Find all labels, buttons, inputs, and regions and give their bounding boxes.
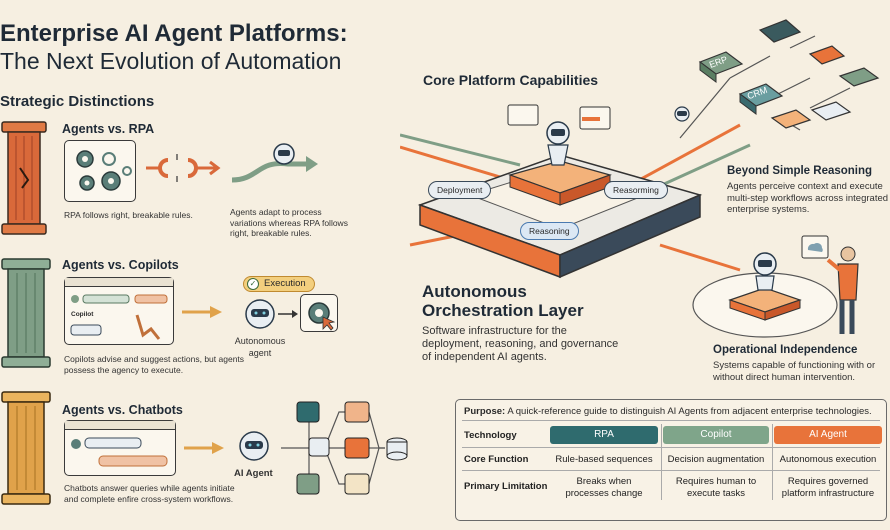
row-technology-label: Technology: [464, 430, 517, 441]
independence-desc: Systems capable of functioning with or w…: [713, 360, 876, 383]
row-function-label: Core Function: [464, 454, 529, 465]
enterprise-systems-illustration: [674, 19, 880, 139]
broken-chain-icon: [146, 154, 221, 182]
ai-agent-robot-icon: [239, 431, 269, 461]
comparison-table: Purpose: A quick-reference guide to dist…: [455, 399, 887, 521]
small-arrow-icon: [278, 310, 298, 318]
page-subtitle: The Next Evolution of Automation: [0, 48, 342, 74]
purpose-label: Purpose:: [464, 406, 506, 417]
pill-reasoning-bottom: Reasoning: [520, 222, 579, 240]
lim-rpa: Breaks when processes change: [565, 476, 643, 499]
row-limitation-label: Primary Limitation: [464, 481, 548, 492]
beyond-desc: Agents perceive context and execute mult…: [727, 181, 889, 215]
arrow-right-icon-2: [184, 442, 224, 454]
func-rpa: Rule-based sequences: [555, 454, 653, 465]
check-icon: ✓: [247, 278, 259, 290]
pillar-rpa: [1, 121, 47, 235]
copilot-window: Copilot: [64, 277, 174, 345]
chat-bubbles-icon: [71, 437, 168, 467]
system-network-icon: [281, 401, 408, 495]
core-heading: Core Platform Capabilities: [423, 72, 599, 88]
gear-icon: [308, 302, 336, 331]
lim-agent: Requires governed platform infrastructur…: [781, 476, 875, 499]
pill-deployment: Deployment: [428, 181, 492, 199]
gear-cursor-panel: [300, 294, 338, 332]
rpa-title: Agents vs. RPA: [62, 122, 155, 136]
independence-illustration: [692, 235, 859, 338]
lim-copilot: Requires human to execute tasks: [675, 476, 757, 499]
gears-icon: [76, 150, 132, 191]
beyond-title: Beyond Simple Reasoning: [727, 165, 873, 177]
pillar-copilots: [1, 258, 51, 368]
chatbots-title: Agents vs. Chatbots: [62, 403, 183, 417]
execution-badge: ✓ Execution: [243, 276, 315, 292]
strategic-heading: Strategic Distinctions: [0, 93, 155, 110]
col-copilot-header: Copilot: [663, 426, 769, 444]
rpa-caption-right: Agents adapt to process variations where…: [230, 207, 348, 238]
func-agent: Autonomous execution: [779, 454, 877, 465]
chatbots-caption: Chatbots answer queries while agents ini…: [64, 483, 235, 504]
col-agent-header: AI Agent: [774, 426, 882, 444]
copilot-chat-icon: [70, 294, 168, 340]
autonomous-agent-label: Autonomous agent: [234, 336, 286, 358]
pillar-chatbots: [1, 391, 51, 505]
purpose-text: A quick-reference guide to distinguish A…: [507, 406, 872, 417]
execution-label: Execution: [264, 278, 306, 289]
copilots-title: Agents vs. Copilots: [62, 258, 179, 272]
chatbot-window: [64, 420, 176, 476]
rpa-caption-left: RPA follows right, breakable rules.: [64, 210, 193, 220]
pill-reasoning-right: Reasorming: [604, 181, 668, 199]
rpa-gears-panel: [64, 140, 136, 202]
ai-agent-label: AI Agent: [234, 468, 273, 479]
arrow-right-icon: [182, 306, 222, 318]
orchestration-title-line2: Orchestration Layer: [422, 301, 584, 320]
table-purpose: Purpose: A quick-reference guide to dist…: [464, 406, 872, 417]
func-copilot: Decision augmentation: [667, 454, 765, 465]
copilot-label: Copilot: [71, 311, 94, 318]
orchestration-title-line1: Autonomous: [422, 282, 527, 301]
copilots-caption: Copilots advise and suggest actions, but…: [64, 354, 245, 375]
page-title: Enterprise AI Agent Platforms:: [0, 20, 348, 47]
flow-arrow-icon: [231, 143, 318, 183]
robot-icon: [245, 299, 275, 329]
platform-illustration: [400, 104, 751, 279]
independence-title: Operational Independence: [713, 344, 858, 356]
col-rpa-header: RPA: [550, 426, 658, 444]
orchestration-desc: Software infrastructure for the deployme…: [422, 325, 619, 363]
